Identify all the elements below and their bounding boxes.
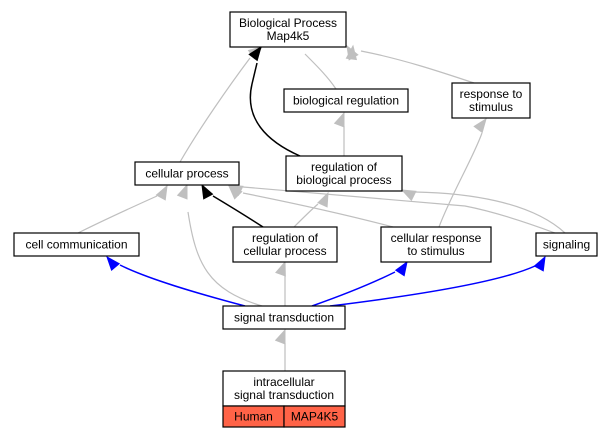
node-label: signaling [543,238,590,252]
node-box [232,226,338,263]
edge-arrowhead [473,117,487,134]
node-box [229,11,347,48]
edge-line [179,57,251,163]
edge-st-to-cp [176,183,263,307]
annotation-cell-label: MAP4K5 [291,410,339,424]
annotation-cell-label: Human [234,410,273,424]
node-box [285,155,403,192]
edge-arrowhead [201,183,214,200]
edge-arrowhead [333,111,345,128]
edge-regbp-to-bp [248,45,301,157]
node-label: intracellular [253,375,314,389]
node-label: biological regulation [293,94,399,108]
edge-regcp-to-regbp [293,191,329,228]
edge-line [329,265,536,307]
edge-st-to-sig [329,255,546,307]
edge-st-to-crs [311,260,408,307]
edge-arrowhead [248,45,262,62]
edge-arrowhead [274,328,286,345]
edge-resp-to-bp [345,44,475,84]
edge-arrowhead [394,260,408,277]
annotation-cell-box [283,405,346,428]
node-label: biological process [296,173,391,187]
edge-line [304,53,337,90]
edge-arrowhead [317,191,329,208]
edge-regbp-to-breg [333,111,345,156]
edge-arrowhead [106,255,121,272]
edge-crs-to-resp [438,117,487,228]
edge-arrowhead [345,44,358,61]
node-signal-transduction[interactable]: signal transduction [222,305,346,330]
node-box [222,305,346,330]
node-label: Map4k5 [267,29,310,43]
node-label: stimulus [469,100,513,114]
edge-line [438,132,483,228]
edge-line [360,50,475,84]
node-box [380,226,492,263]
node-label: regulation of [252,231,319,245]
node-label: signal transduction [234,388,334,402]
node-box [535,232,598,257]
edge-cp-to-bp [179,46,264,163]
edge-regcp-to-cp [201,183,264,228]
node-box [283,88,409,113]
node-label: Biological Process [239,16,337,30]
edge-line [249,62,301,157]
node-label: cellular process [145,167,228,181]
edge-arrowhead [176,183,188,200]
annotation-species-cell: Human [222,405,285,428]
node-box [13,232,140,257]
edge-st-to-cc [106,255,246,307]
annotation-gene-cell: MAP4K5 [283,405,346,428]
node-label: to stimulus [407,244,464,258]
node-label: response to [460,87,523,101]
node-box [134,161,240,186]
node-box [451,82,531,119]
edge-layer [77,44,566,371]
edge-arrowhead [227,184,244,197]
edge-line [119,264,246,307]
edge-line [187,211,263,307]
node-signaling[interactable]: signaling [535,232,598,257]
edge-sig-to-cp [227,184,556,234]
node-box [222,370,346,407]
node-label: cellular response [391,231,482,245]
node-label: regulation of [311,160,378,174]
edge-ist-to-st [274,328,286,371]
edge-line [311,271,396,307]
node-label: cellular process [243,244,326,258]
node-biological-regulation[interactable]: biological regulation [283,88,409,113]
node-cell-communication[interactable]: cell communication [13,232,140,257]
edge-cc-to-cp [77,184,168,234]
edge-arrowhead [533,255,546,272]
node-label: signal transduction [234,311,334,325]
node-label: cell communication [25,238,127,252]
edge-st-to-regcp [275,260,286,306]
edge-sig-to-regbp [400,189,566,234]
edge-line [242,192,394,228]
edge-line [242,186,556,234]
edge-arrowhead [155,184,168,201]
edge-arrowhead [400,189,417,202]
edge-arrowhead [275,260,286,277]
edge-line [212,195,264,228]
node-cellular-process[interactable]: cellular process [134,161,240,186]
edge-line [414,191,566,234]
edge-line [77,195,158,234]
edge-line [293,203,319,228]
